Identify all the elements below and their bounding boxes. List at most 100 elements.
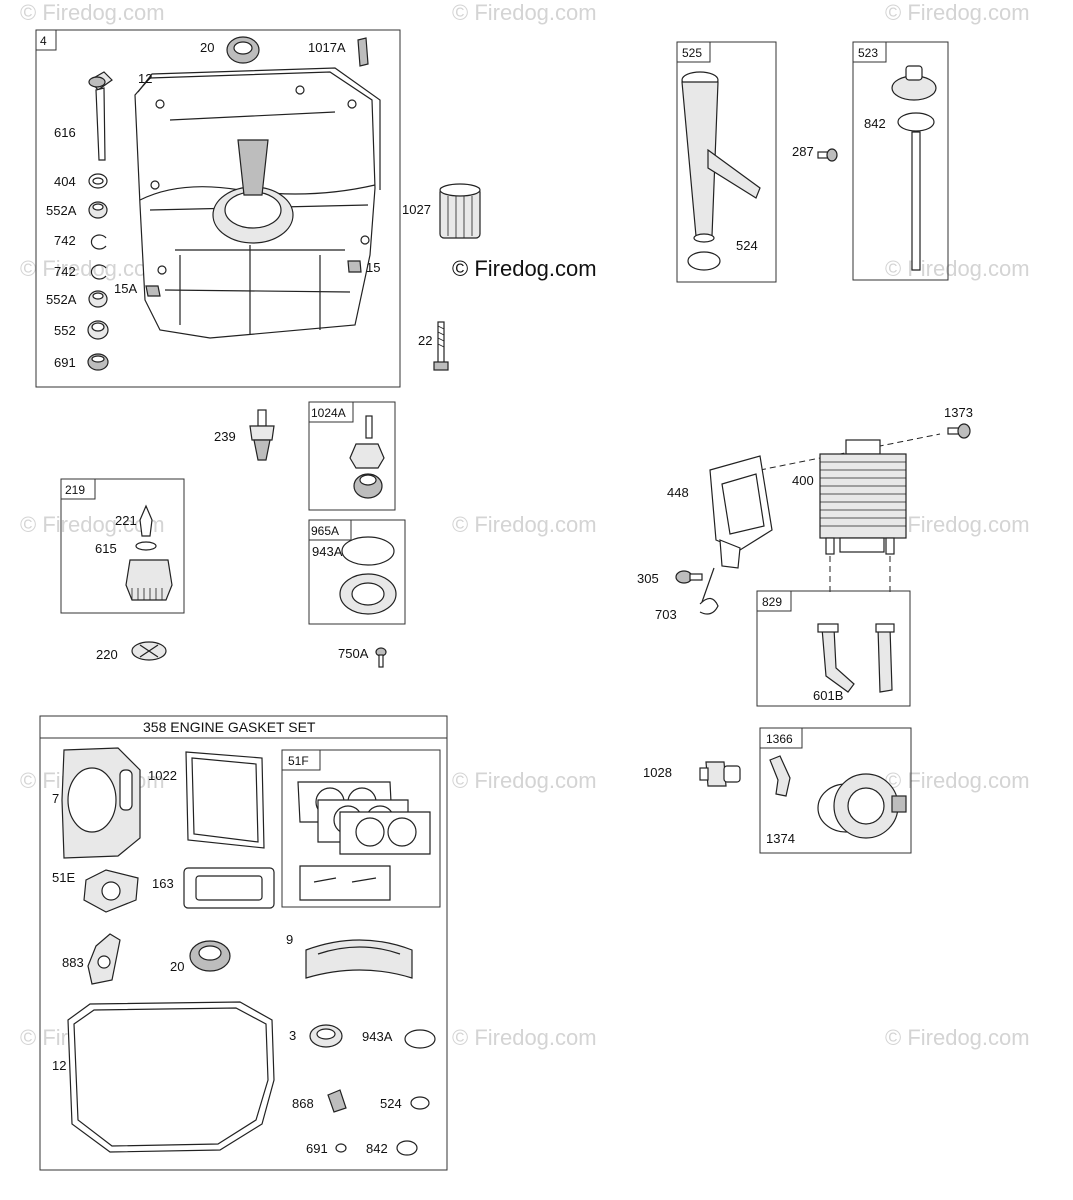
part-label: 1022	[148, 768, 177, 783]
watermark-text: © Firedog.com	[885, 768, 1030, 793]
small-parts-column	[87, 173, 109, 371]
copyright-notice: © Firedog.com	[452, 256, 597, 281]
gasket-163: 163	[152, 867, 275, 909]
group-box-525: 525 524	[676, 41, 777, 283]
part-label: 601B	[813, 688, 843, 703]
part-label: 15	[366, 260, 380, 275]
seal-3: 3	[289, 1024, 343, 1048]
group-box-1024a: 1024A	[308, 401, 396, 511]
part-label: 943A	[312, 544, 343, 559]
part-label: 883	[62, 955, 84, 970]
plug-868: 868	[292, 1089, 347, 1113]
part-label: 703	[655, 607, 677, 622]
bolt-1373: 1373	[944, 405, 973, 439]
part-label: 9	[286, 932, 293, 947]
clip-1017a	[357, 37, 369, 67]
crankcase-gasket-12: 12	[52, 1001, 275, 1153]
box-label: 1024A	[311, 406, 346, 420]
box-label: 4	[40, 34, 47, 48]
watermark-text: © Firedog.com	[452, 768, 597, 793]
watermark-text: © Firedog.com	[452, 512, 597, 537]
part-label: 742	[54, 264, 76, 279]
bolt-287: 287	[792, 144, 838, 162]
part-label: 552	[54, 323, 76, 338]
box-label: 219	[65, 483, 85, 497]
group-box-219: 219 221 615	[60, 478, 185, 614]
part-label: 1027	[402, 202, 431, 217]
gasket-set-title: 358 ENGINE GASKET SET	[143, 719, 316, 735]
part-label: 20	[200, 40, 214, 55]
box-label: 523	[858, 46, 878, 60]
group-box-51f: 51F	[281, 749, 441, 908]
part-label: 1028	[643, 765, 672, 780]
part-label: 3	[289, 1028, 296, 1043]
crankcase-body	[134, 67, 381, 339]
part-label: 552A	[46, 292, 77, 307]
cover-gasket-1022: 1022	[148, 751, 265, 849]
group-box-4: 4	[35, 29, 401, 388]
seal-20-set: 20	[170, 940, 231, 974]
part-label: 12	[52, 1058, 66, 1073]
bolt-22	[433, 321, 449, 371]
screw-750a: 750A	[338, 646, 387, 668]
box-label: 829	[762, 595, 782, 609]
part-label: 448	[667, 485, 689, 500]
oring-524: 524	[380, 1096, 430, 1111]
watermark-text: © Firedog.com	[885, 0, 1030, 25]
group-box-829: 829 601B	[756, 590, 911, 707]
gasket-9: 9	[286, 932, 413, 979]
weight-220: 220	[96, 641, 167, 662]
part-label: 7	[52, 791, 59, 806]
gasket-883: 883	[62, 933, 121, 985]
part-label: 163	[152, 876, 174, 891]
ring-691: 691	[306, 1141, 347, 1156]
part-label: 239	[214, 429, 236, 444]
part-label: 12	[138, 71, 152, 86]
watermark-text: © Firedog.com	[885, 1025, 1030, 1050]
part-label: 742	[54, 233, 76, 248]
plug-15a	[145, 285, 161, 297]
box-label: 51F	[288, 754, 309, 768]
fitting-1028: 1028	[643, 761, 741, 787]
oil-filter-1027	[439, 183, 481, 239]
group-box-523: 523 842	[852, 41, 949, 281]
part-label: 1374	[766, 831, 795, 846]
seal-20	[226, 36, 260, 64]
part-label: 943A	[362, 1029, 393, 1044]
part-label: 842	[366, 1141, 388, 1156]
leader-line	[829, 556, 891, 592]
part-label: 750A	[338, 646, 369, 661]
part-label: 691	[306, 1141, 328, 1156]
fitting-305: 305	[637, 570, 703, 586]
sensor-239: 239	[214, 409, 275, 461]
clamp-703: 703	[655, 567, 719, 622]
box-label: 1366	[766, 732, 793, 746]
gasket-51e: 51E	[52, 869, 139, 913]
part-label: 691	[54, 355, 76, 370]
watermark-text: © Firedog.com	[452, 1025, 597, 1050]
watermarks: © Firedog.com © Firedog.com © Firedog.co…	[20, 0, 1030, 1050]
part-label: 15A	[114, 281, 137, 296]
part-label: 287	[792, 144, 814, 159]
part-label: 616	[54, 125, 76, 140]
part-label: 842	[864, 116, 886, 131]
bracket-448: 448	[667, 455, 773, 569]
gasket-set-box: 358 ENGINE GASKET SET	[39, 715, 448, 1171]
part-label: 400	[792, 473, 814, 488]
tube-616	[88, 71, 113, 161]
part-label: 868	[292, 1096, 314, 1111]
part-label: 615	[95, 541, 117, 556]
part-label: 552A	[46, 203, 77, 218]
plug-15	[347, 260, 362, 273]
head-gasket-7: 7	[52, 747, 141, 859]
box-label: 965A	[311, 524, 339, 538]
watermark-text: © Firedog.com	[20, 0, 165, 25]
ring-842: 842	[366, 1140, 418, 1156]
part-label: 524	[736, 238, 758, 253]
part-label: 221	[115, 513, 137, 528]
group-box-965a: 965A 943A	[308, 519, 406, 625]
oring-943a: 943A	[362, 1029, 436, 1049]
part-label: 524	[380, 1096, 402, 1111]
part-label: 51E	[52, 870, 75, 885]
